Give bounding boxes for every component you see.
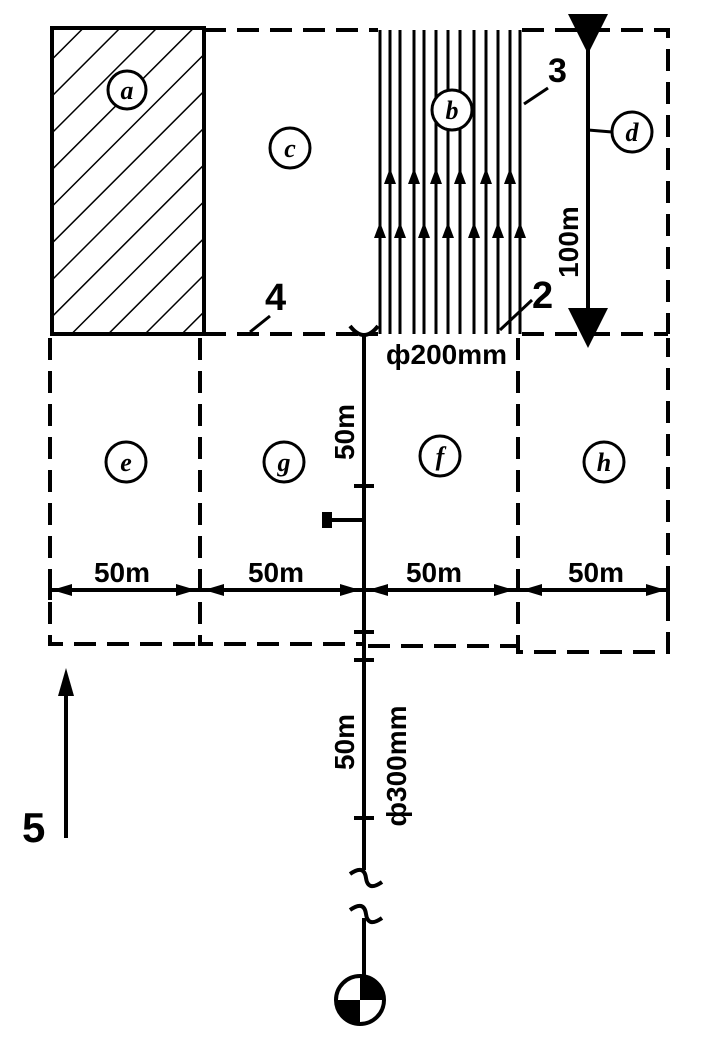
valve-marker [322, 512, 362, 528]
top-row-boundary [204, 28, 670, 336]
dimension-width-g: 50m [248, 557, 304, 588]
field-label-f: f [436, 442, 447, 471]
main-pipe-seg1-label: 50m [329, 404, 360, 460]
field-d: d 100m [553, 14, 654, 348]
pump-station-icon [334, 974, 386, 1026]
field-b-furrows: b [374, 30, 526, 334]
callout-4-leader [249, 314, 271, 334]
field-h: h [582, 440, 626, 484]
field-g: g [262, 440, 306, 484]
callout-3-leader [523, 86, 549, 106]
callout-2: 2 [532, 275, 553, 317]
field-label-h: h [597, 448, 611, 477]
lower-row-boundary [48, 338, 670, 654]
lateral-diameter-label: ф200mm [386, 339, 507, 370]
callout-5: 5 [22, 804, 45, 851]
north-arrow [58, 668, 74, 838]
dimension-width-e: 50m [94, 557, 150, 588]
field-a: a [50, 26, 206, 336]
main-pipe-seg2-label: 50m [329, 714, 360, 770]
dimension-100m: 100m [553, 206, 584, 278]
field-label-e: e [120, 448, 132, 477]
callout-4: 4 [265, 277, 286, 319]
field-c: c [268, 126, 312, 170]
field-label-c: c [284, 134, 296, 163]
width-dimension-line [48, 570, 670, 600]
callout-3: 3 [548, 52, 567, 90]
main-pipe [348, 324, 384, 976]
field-e: e [104, 440, 148, 484]
dimension-width-f: 50m [406, 557, 462, 588]
callout-2-leader [498, 298, 534, 332]
field-label-d: d [626, 118, 640, 147]
main-diameter-label: ф300mm [381, 705, 412, 826]
field-label-a: a [121, 76, 134, 105]
dimension-width-h: 50m [568, 557, 624, 588]
field-f: f [418, 434, 462, 478]
field-label-g: g [277, 448, 291, 477]
field-label-b: b [446, 96, 459, 125]
